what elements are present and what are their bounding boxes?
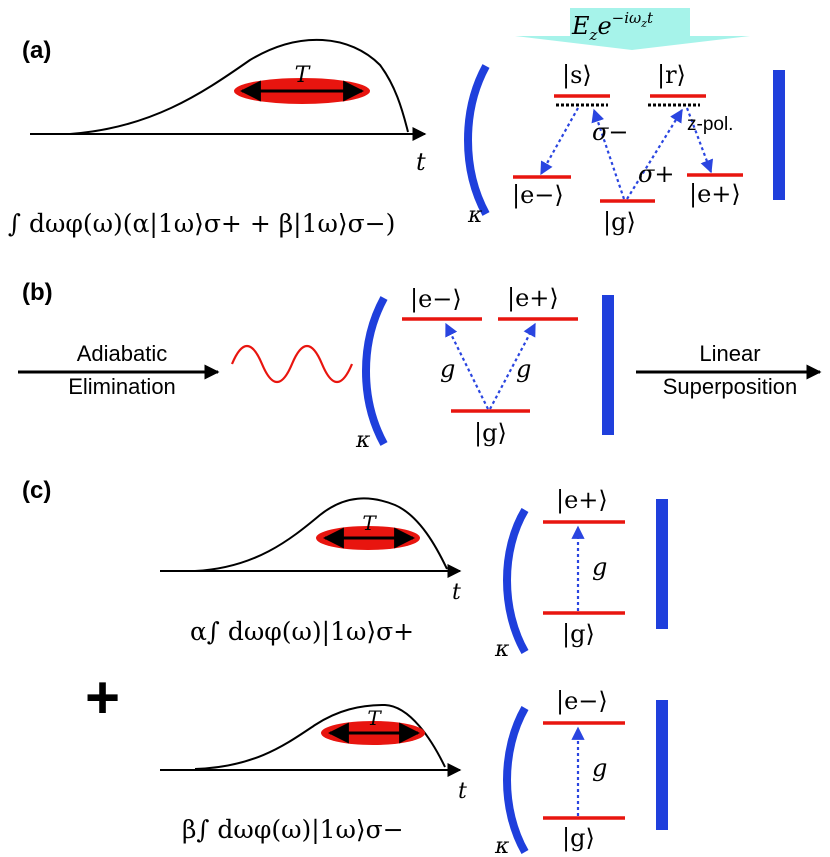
cavity-curved-mirror — [362, 296, 388, 446]
panel-b: (b) Adiabatic Elimination κ |e−⟩ |e+⟩ |g… — [18, 279, 822, 453]
lower-row: T t β∫ dωφ(ω)|1ω⟩σ− κ |e−⟩ |g⟩ g — [160, 687, 668, 857]
level-g-label: |g⟩ — [562, 620, 595, 649]
pulse-curve — [69, 38, 409, 135]
time-symbol: t — [452, 580, 461, 605]
cavity-flat-mirror — [773, 70, 785, 200]
upper-row: T t α∫ dωφ(ω)|1ω⟩σ+ κ |e+⟩ |g⟩ g — [160, 486, 668, 662]
superposition-label-line1: Linear — [699, 341, 760, 366]
level-e-minus-label: |e−⟩ — [512, 181, 564, 210]
adiabatic-label-line1: Adiabatic — [77, 341, 168, 366]
level-g-label: |g⟩ — [474, 419, 507, 448]
panel-c: (c) + T t α∫ dωφ(ω)|1ω⟩σ+ κ |e+⟩ |g⟩ g — [22, 477, 668, 857]
cavity-decay-kappa: κ — [494, 834, 510, 857]
cavity-decay-kappa: κ — [467, 203, 483, 228]
upper-integral: α∫ dωφ(ω)|1ω⟩σ+ — [190, 617, 414, 647]
drive-field-banner — [515, 8, 750, 50]
cavity-flat-mirror — [656, 700, 668, 830]
sigma-plus-label: σ+ — [638, 160, 675, 188]
cavity-curved-mirror — [464, 64, 490, 216]
time-symbol: t — [458, 779, 467, 804]
cavity-flat-mirror — [602, 295, 614, 435]
plus-sign: + — [85, 664, 120, 731]
level-g-label: |g⟩ — [562, 824, 595, 853]
level-e-minus-label: |e−⟩ — [410, 285, 462, 314]
level-e-plus-label: |e+⟩ — [507, 284, 559, 313]
transition-g-to-e-plus — [489, 322, 536, 410]
panel-a-label: (a) — [22, 37, 51, 64]
z-polarization-label: z-pol. — [687, 114, 733, 135]
cavity-flat-mirror — [656, 499, 668, 629]
cavity-curved-mirror — [503, 706, 529, 854]
coupling-label: g — [592, 553, 607, 581]
transition-g-to-s — [591, 108, 626, 200]
cavity-decay-kappa: κ — [494, 637, 510, 662]
coupling-left-label: g — [440, 355, 455, 383]
level-s-label: |s⟩ — [562, 61, 592, 90]
panel-b-label: (b) — [22, 279, 53, 306]
level-e-plus-label: |e+⟩ — [689, 180, 741, 209]
adiabatic-label-line2: Elimination — [68, 374, 176, 399]
lower-integral: β∫ dωφ(ω)|1ω⟩σ− — [182, 815, 404, 845]
level-e-plus-label: |e+⟩ — [556, 486, 608, 515]
time-symbol: t — [416, 148, 426, 176]
transition-r-to-e-plus — [685, 107, 714, 174]
panel-c-label: (c) — [22, 477, 51, 504]
level-g-label: |g⟩ — [603, 208, 636, 237]
pulse-width-symbol: T — [367, 706, 382, 730]
superposition-label-line2: Superposition — [663, 374, 798, 399]
field-wave — [230, 344, 354, 384]
input-state-integral: ∫ dωφ(ω)(α|1ω⟩σ+ + β|1ω⟩σ−) — [8, 209, 395, 239]
transition-g-to-e-minus — [445, 322, 489, 410]
cavity-curved-mirror — [503, 507, 529, 654]
coupling-label: g — [592, 754, 607, 782]
transition-s-to-e-minus — [540, 107, 579, 176]
cavity-decay-kappa: κ — [355, 428, 371, 453]
pulse-curve — [194, 497, 448, 572]
pulse-width-symbol: T — [295, 63, 312, 88]
sigma-minus-label: σ− — [592, 118, 629, 146]
level-r-label: |r⟩ — [657, 61, 686, 90]
pulse-width-symbol: T — [362, 511, 377, 535]
panel-a: (a) T t ∫ dωφ(ω)(α|1ω⟩σ+ + β|1ω⟩σ−) Eze−… — [8, 8, 785, 239]
drive-field-label: Eze−iωzt — [571, 9, 654, 44]
coupling-right-label: g — [516, 355, 531, 383]
level-e-minus-label: |e−⟩ — [556, 687, 608, 716]
